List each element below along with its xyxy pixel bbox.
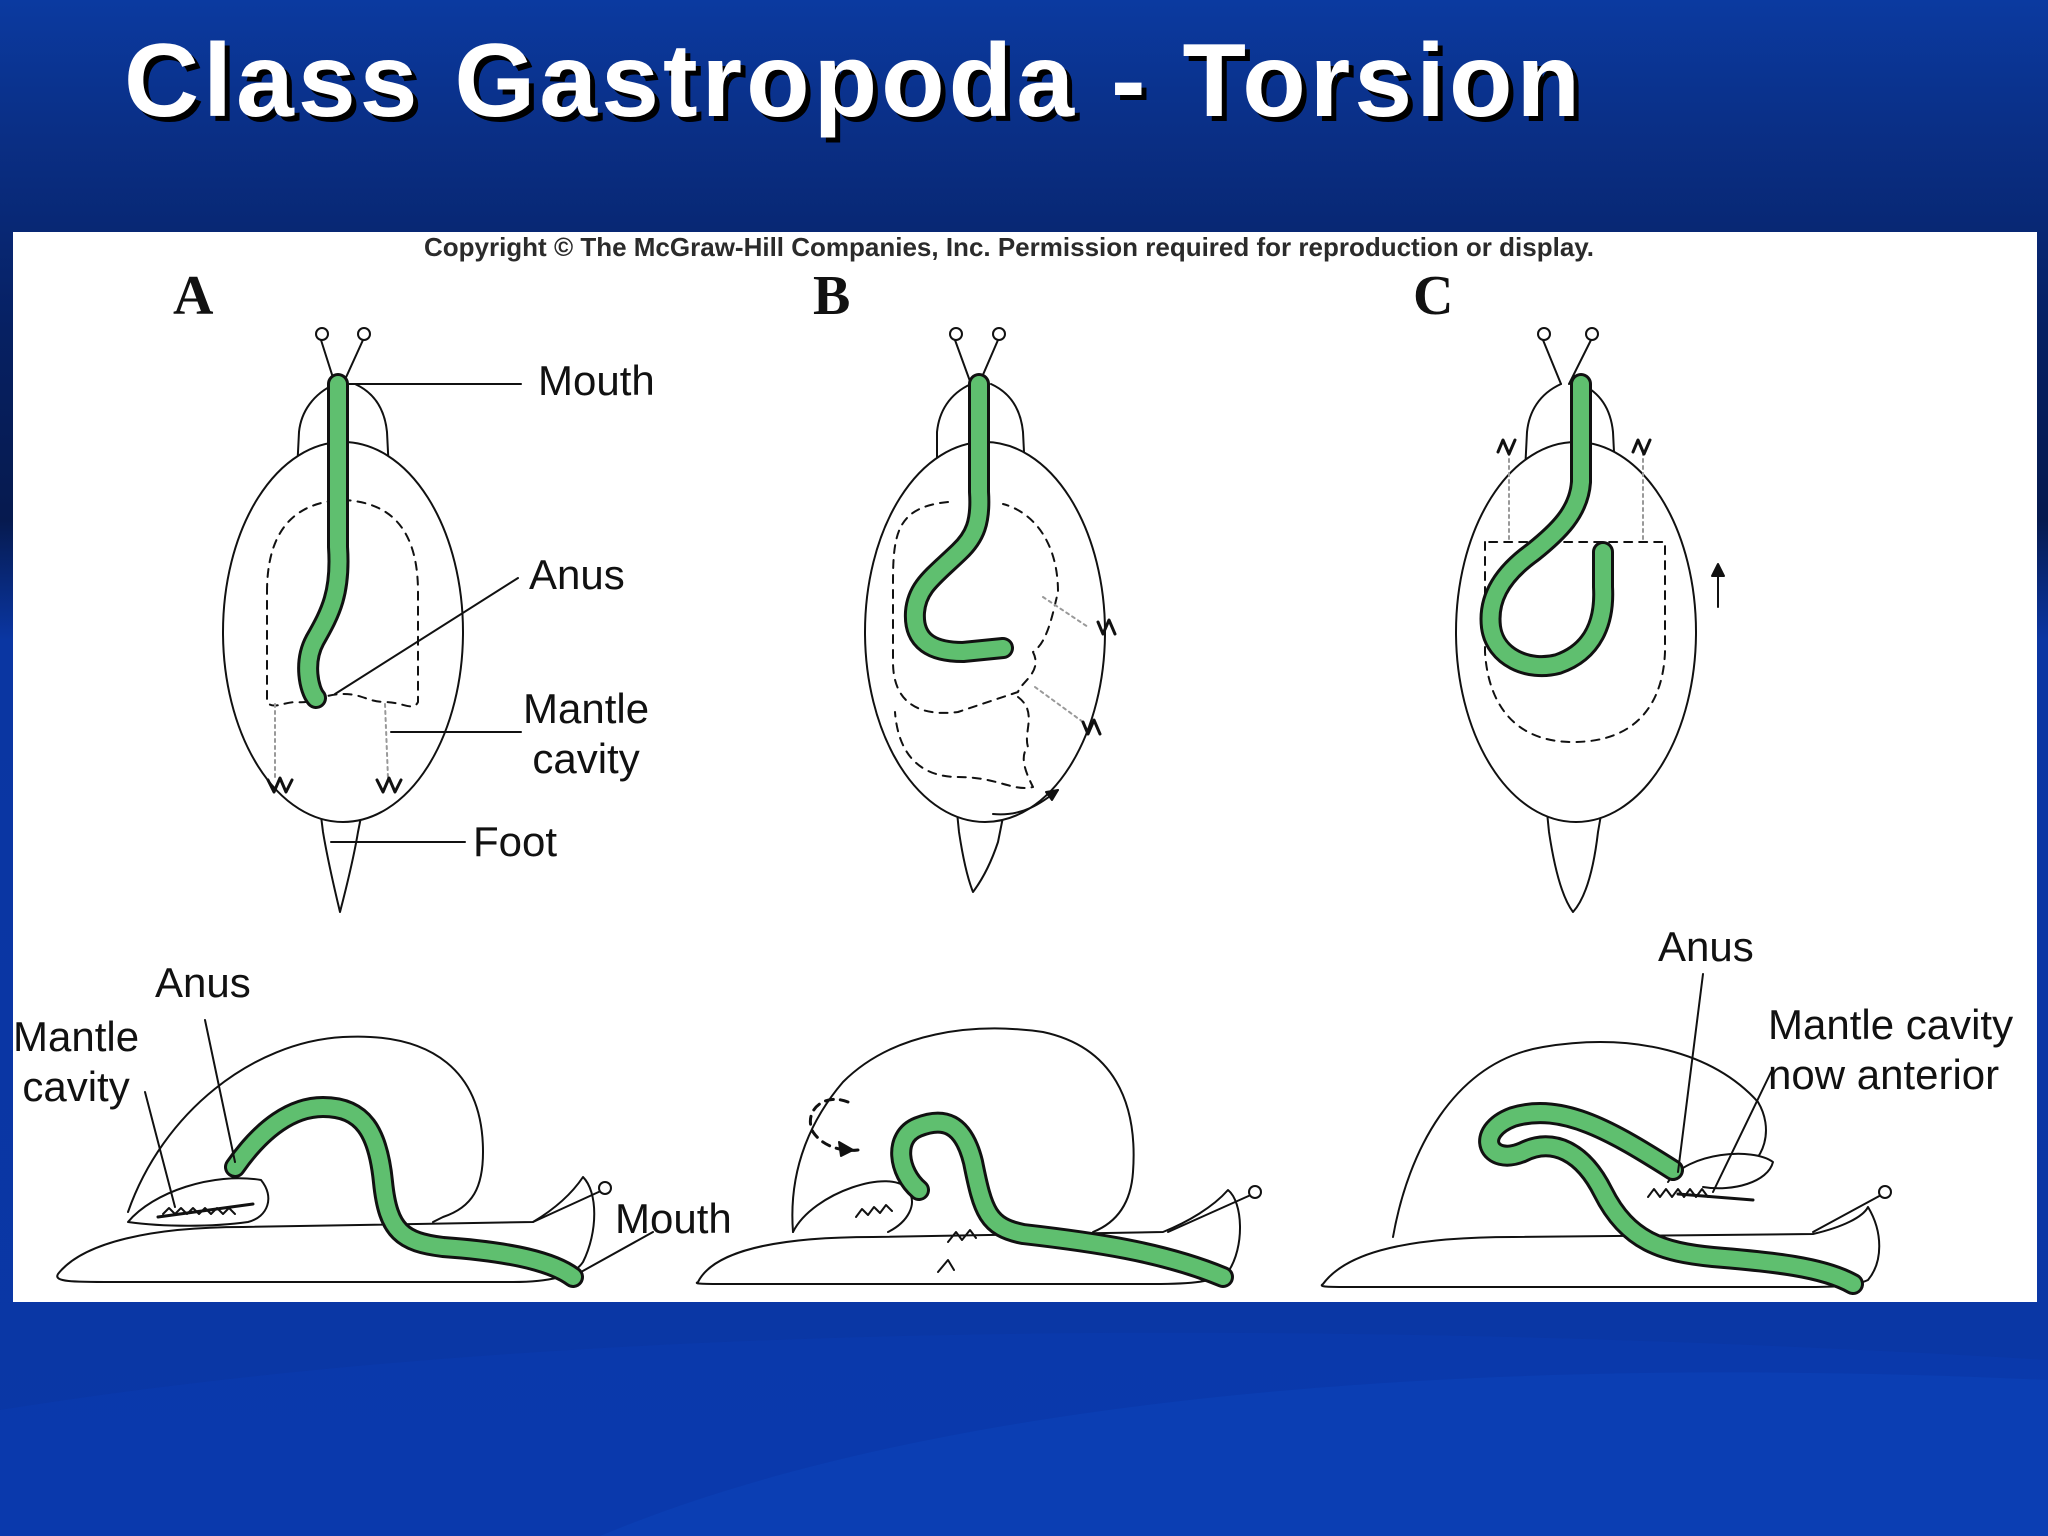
snail-c-side-view (1320, 973, 1892, 1295)
label-mantle-cavity-anterior: Mantle cavity now anterior (1768, 1001, 2014, 1098)
label-mantle-cavity-bottom-a: Mantle cavity (13, 1013, 140, 1110)
background-swoosh (0, 1332, 2048, 1536)
label-mantle-cavity-top: Mantle cavity (523, 685, 650, 782)
label-anus-bottom-a: Anus (155, 959, 251, 1006)
snail-a-side-view (56, 1019, 654, 1288)
copyright-notice: Copyright © The McGraw-Hill Companies, I… (423, 232, 1595, 262)
panel-letter-a: A (173, 265, 214, 327)
label-anus-bottom-c: Anus (1658, 923, 1754, 970)
torsion-illustration (56, 327, 1892, 1295)
snail-b-dorsal-view (864, 327, 1117, 893)
panel-letter-c: C (1413, 265, 1454, 327)
label-mouth-bottom: Mouth (615, 1195, 732, 1242)
label-anus-top: Anus (529, 551, 625, 598)
slide-title: Class Gastropoda - Torsion (124, 23, 1585, 139)
snail-a-dorsal-view (222, 327, 522, 913)
label-foot: Foot (473, 818, 558, 865)
torsion-figure: Copyright © The McGraw-Hill Companies, I… (13, 232, 2037, 1302)
snail-c-dorsal-view (1455, 327, 1725, 913)
snail-b-side-view (695, 1027, 1262, 1288)
panel-letter-b: B (813, 265, 851, 327)
label-mouth-top: Mouth (538, 357, 655, 404)
